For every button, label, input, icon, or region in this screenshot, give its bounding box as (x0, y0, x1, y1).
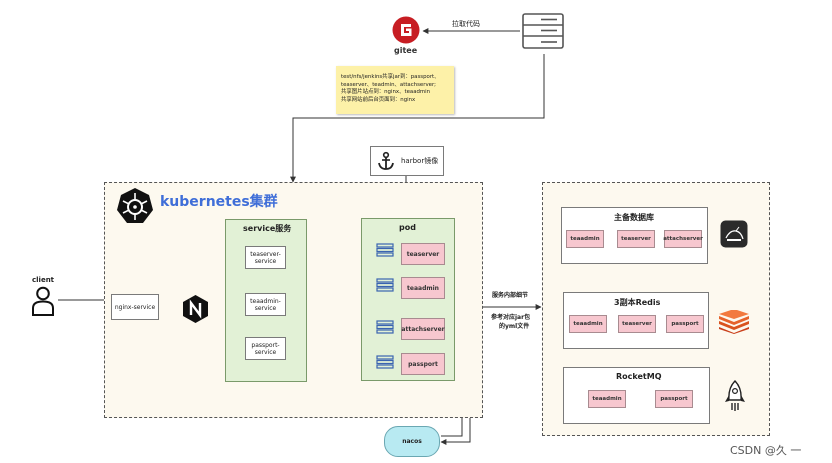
harbor-box: harbor镜像 (370, 146, 444, 176)
nacos-label: nacos (402, 438, 422, 445)
gitee-label: gitee (394, 46, 418, 55)
nacos-node: nacos (384, 426, 440, 457)
redis-item: passport (666, 315, 704, 333)
server-icon (522, 13, 564, 49)
k8s-title: kubernetes集群 (160, 194, 278, 210)
service-label: teaserver- (250, 250, 281, 258)
db-item: teaadmin (566, 230, 604, 248)
mysql-icon (720, 220, 748, 248)
middle-note-1: 服务内部细节 (492, 292, 529, 299)
redis-item: teaserver (618, 315, 656, 333)
nginx-service-box: nginx-service (111, 294, 159, 320)
service-label: service (254, 348, 277, 356)
kubernetes-icon (116, 187, 154, 225)
db-item: attachserver (663, 230, 703, 248)
pod-stack-icon (376, 320, 394, 334)
pod-passport: passport (401, 353, 445, 375)
middle-note-2: 参考对应jar包 (491, 314, 531, 321)
mq-item: passport (655, 390, 693, 408)
service-label: teaadmin- (250, 297, 281, 305)
note-line: teaserver、teadmin、attachserver; (341, 81, 436, 88)
pod-stack-icon (376, 355, 394, 369)
middle-note-3: 的yml文件 (499, 323, 530, 330)
pod-teaadmin: teaadmin (401, 277, 445, 299)
client-label: client (32, 276, 55, 284)
pull-code-label: 拉取代码 (452, 20, 480, 28)
gitee-logo-icon (392, 16, 420, 44)
user-icon (31, 286, 55, 316)
db-item: teaserver (617, 230, 655, 248)
service-box-passport: passport- service (245, 337, 286, 360)
service-box-teaserver: teaserver- service (245, 246, 286, 269)
note-line: 共享图片站点到：nginx、teaadmin (341, 89, 431, 95)
service-label: service (254, 257, 277, 265)
mq-title: RocketMQ (616, 372, 662, 381)
nginx-icon (182, 294, 209, 324)
db-title: 主备数据库 (614, 213, 654, 222)
watermark: CSDN @久 一 (730, 444, 802, 457)
redis-title: 3副本Redis (614, 298, 661, 307)
redis-item: teaadmin (569, 315, 607, 333)
service-box-teaadmin: teaadmin- service (245, 293, 286, 316)
anchor-icon (378, 151, 394, 170)
service-label: passport- (251, 341, 280, 349)
pod-stack-icon (376, 243, 394, 257)
note-line: 共享网站前后台页面到：nginx (341, 96, 416, 103)
redis-icon (718, 309, 750, 334)
service-label: service (254, 304, 277, 312)
pod-attachserver: attachserver (401, 318, 445, 340)
mq-item: teaadmin (588, 390, 626, 408)
pod-teaserver: teaserver (401, 243, 445, 265)
harbor-label: harbor镜像 (401, 157, 439, 165)
note-line: test/nfs/jenkins共享jar到：passport、 (341, 74, 440, 80)
nginx-service-label: nginx-service (114, 303, 156, 311)
pod-stack-icon (376, 278, 394, 292)
service-title: service服务 (243, 224, 292, 233)
rocketmq-icon (724, 380, 746, 412)
pod-title: pod (399, 223, 416, 232)
jenkins-note: test/nfs/jenkins共享jar到：passport、 teaserv… (336, 66, 454, 114)
